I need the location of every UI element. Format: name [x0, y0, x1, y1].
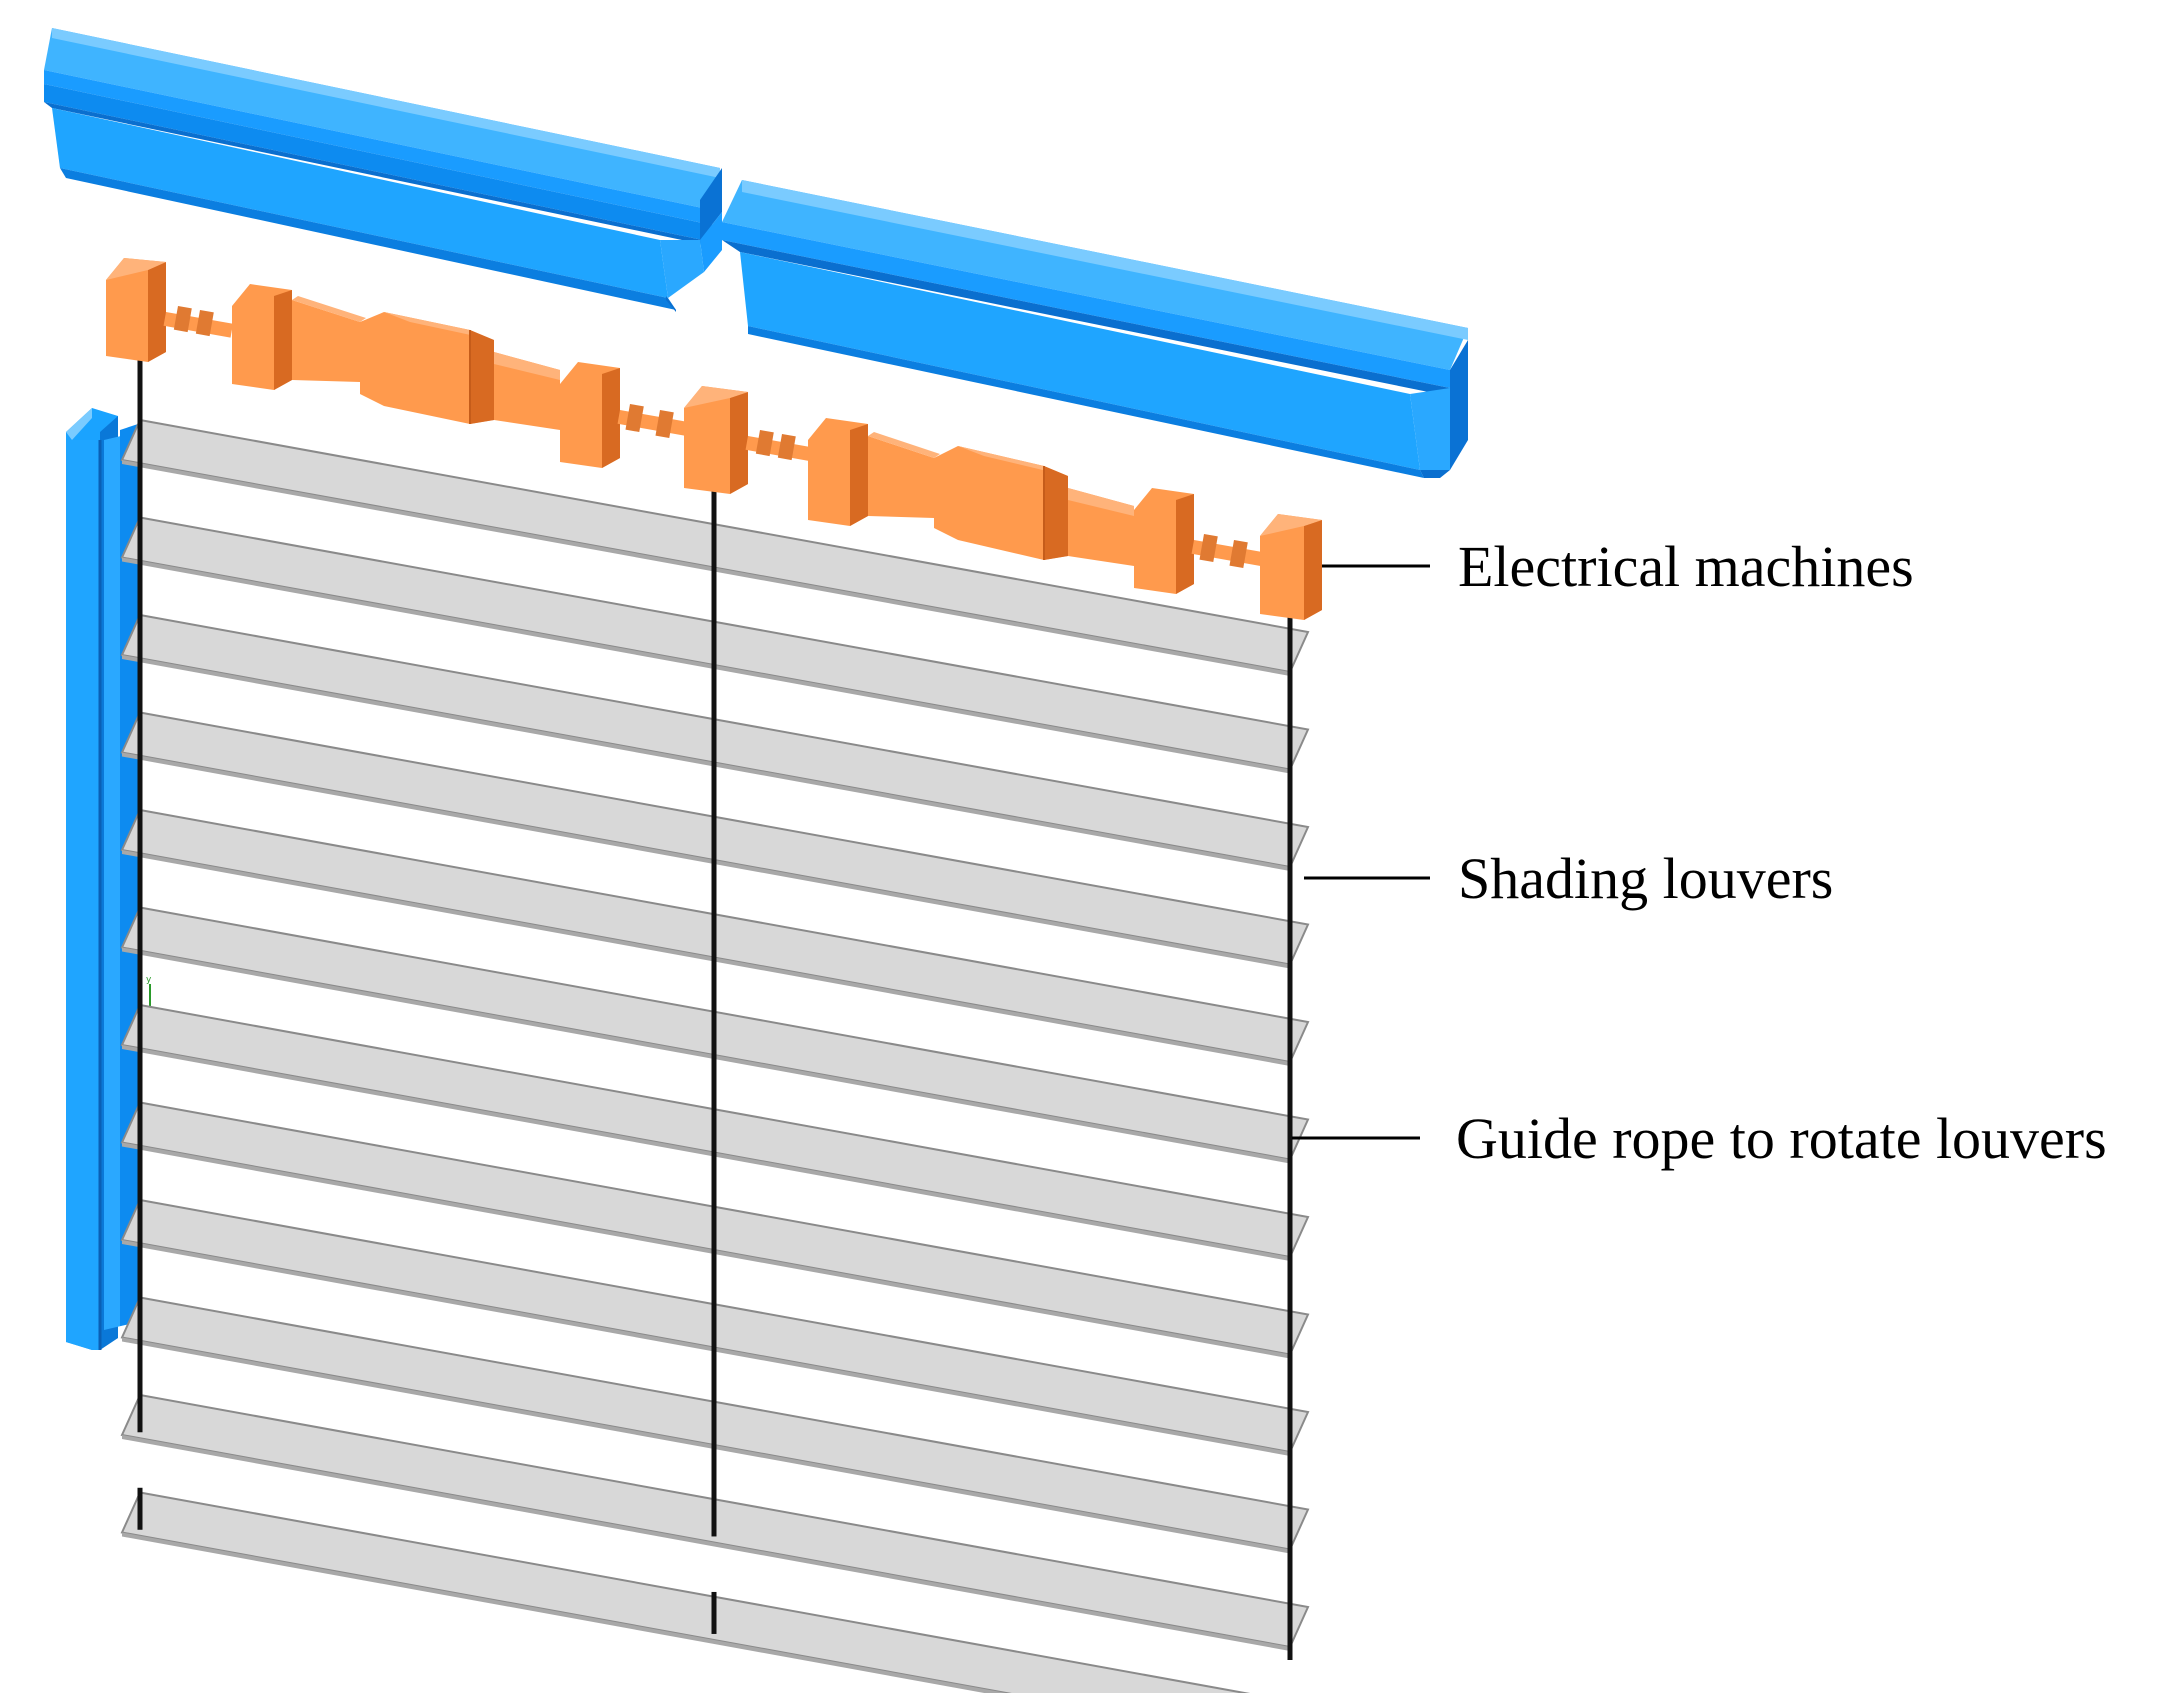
louver-edge [122, 850, 1290, 1066]
louver-edge [122, 557, 1290, 774]
motor-end-block [1260, 514, 1322, 620]
motor-flange [1134, 488, 1194, 594]
louver-edge [122, 1337, 1290, 1554]
top-frame-rail-left [44, 28, 722, 312]
motor-shaft [163, 305, 233, 338]
louver-edge [122, 752, 1290, 969]
motor-body [868, 432, 1134, 566]
axis-triad-y-label: y [146, 975, 152, 985]
callout-electrical-machines: Electrical machines [1322, 534, 1914, 599]
louver-edge [122, 1045, 1290, 1261]
guide-rope-set [137, 350, 1293, 1660]
motor-shaft [617, 404, 689, 439]
louver-edge [122, 1142, 1290, 1359]
motor-flange [560, 362, 620, 468]
motor-body [292, 296, 560, 430]
louver-edge [122, 460, 1290, 676]
louver-edge [122, 1435, 1290, 1651]
label-guide-rope: Guide rope to rotate louvers [1456, 1106, 2107, 1171]
louver-edge [122, 1240, 1290, 1456]
motor-flange [232, 284, 292, 390]
motor-shaft [745, 429, 812, 461]
louver-edge [122, 947, 1290, 1164]
label-shading-louvers: Shading louvers [1458, 846, 1833, 911]
callout-guide-rope: Guide rope to rotate louvers [1292, 1106, 2107, 1171]
shading-louver [120, 1491, 1251, 1693]
motor-shaft [1191, 534, 1263, 569]
callout-shading-louvers: Shading louvers [1304, 846, 1833, 911]
louver-edge [122, 1532, 1007, 1693]
label-electrical-machines: Electrical machines [1458, 534, 1914, 599]
electrical-machines [106, 258, 1322, 620]
top-frame-rail-right [722, 180, 1468, 478]
motor-end-block [106, 258, 166, 362]
motor-end-block [684, 386, 748, 494]
motor-flange [808, 418, 868, 526]
louver-edge [122, 655, 1290, 871]
